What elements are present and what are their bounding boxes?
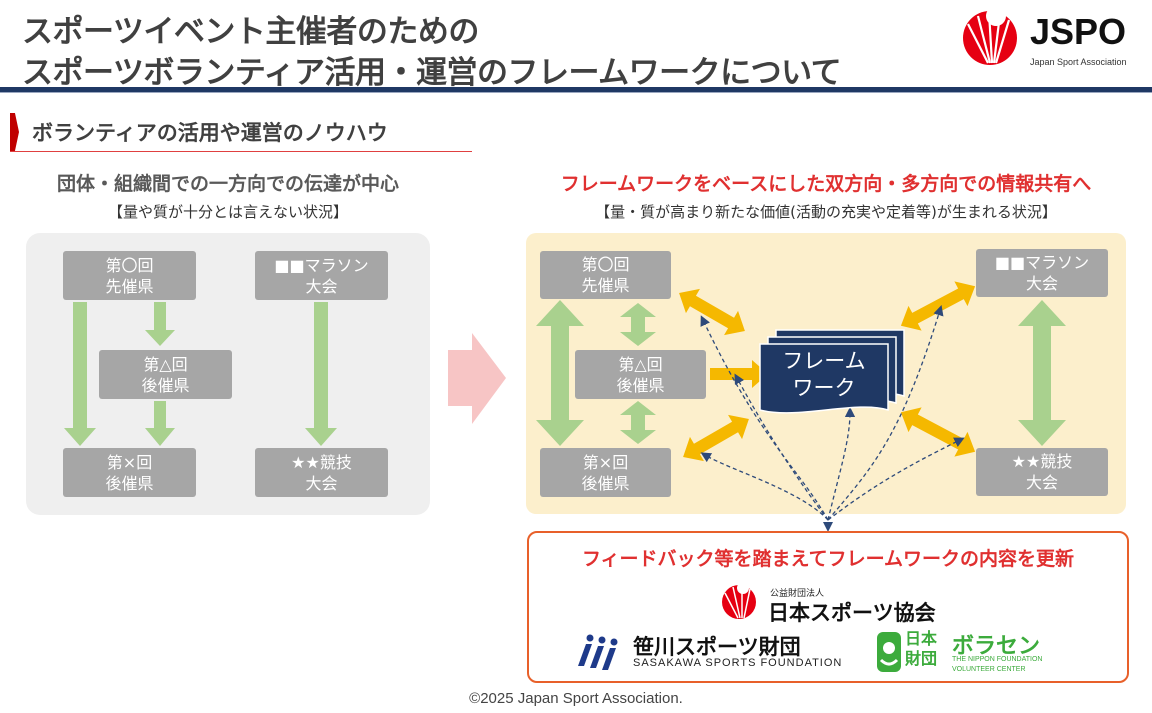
right-box-stars: ★★競技 大会: [976, 448, 1108, 496]
org2-name: 笹川スポーツ財団: [633, 635, 801, 659]
org3-subtitle-1: THE NIPPON FOUNDATION: [952, 656, 1043, 663]
org3-mark-bottom: 財団: [905, 649, 938, 668]
logo-text: JSPO: [1030, 11, 1127, 52]
right-box-mid-host: 第△回 後催県: [575, 350, 706, 399]
header-rule-light: [0, 92, 1152, 93]
right-box-last-host: 第×回 後催県: [540, 448, 671, 497]
right-heading: フレームワークをベースにした双方向・多方向での情報共有へ: [560, 173, 1092, 195]
copyright: ©2025 Japan Sport Association.: [469, 690, 683, 707]
left-box-stars: ★★競技 大会: [255, 448, 388, 497]
section-underline: [10, 151, 472, 152]
right-note: 【量・質が高まり新たな価値(活動の充実や定着等)が生まれる状況】: [595, 203, 1057, 221]
left-note: 【量や質が十分とは言えない状況】: [107, 203, 348, 221]
feedback-panel: [527, 531, 1129, 683]
right-box-marathon: ■■マラソン 大会: [976, 249, 1108, 297]
right-box-first-host: 第〇回 先催県: [540, 251, 671, 299]
page-title-line2: スポーツボランティア活用・運営のフレームワークについて: [22, 55, 842, 91]
left-box-mid-host: 第△回 後催県: [99, 350, 232, 399]
org1-name: 日本スポーツ協会: [768, 601, 936, 625]
transition-arrow-icon: [448, 333, 506, 424]
framework-label: フレーム ワーク: [782, 349, 866, 400]
org1-type: 公益財団法人: [770, 589, 825, 599]
org3-mark-top: 日本: [905, 629, 938, 648]
section-title: ボランティアの活用や運営のノウハウ: [32, 121, 388, 145]
left-box-last-host: 第×回 後催県: [63, 448, 196, 497]
feedback-title: フィードバック等を踏まえてフレームワークの内容を更新: [581, 548, 1075, 570]
page-title-line1: スポーツイベント主催者のための: [22, 14, 479, 50]
org3-subtitle-2: VOLUNTEER CENTER: [952, 666, 1026, 673]
left-box-first-host: 第〇回 先催県: [63, 251, 196, 300]
left-box-marathon: ■■マラソン 大会: [255, 251, 388, 300]
section-marker-icon: [10, 113, 19, 151]
header-rule: [0, 87, 1152, 92]
logo-subtitle: Japan Sport Association: [1030, 57, 1127, 67]
left-heading: 団体・組織間での一方向での伝達が中心: [56, 173, 399, 195]
org2-subtitle: SASAKAWA SPORTS FOUNDATION: [633, 657, 843, 669]
org3-name: ボラセン: [952, 634, 1041, 659]
